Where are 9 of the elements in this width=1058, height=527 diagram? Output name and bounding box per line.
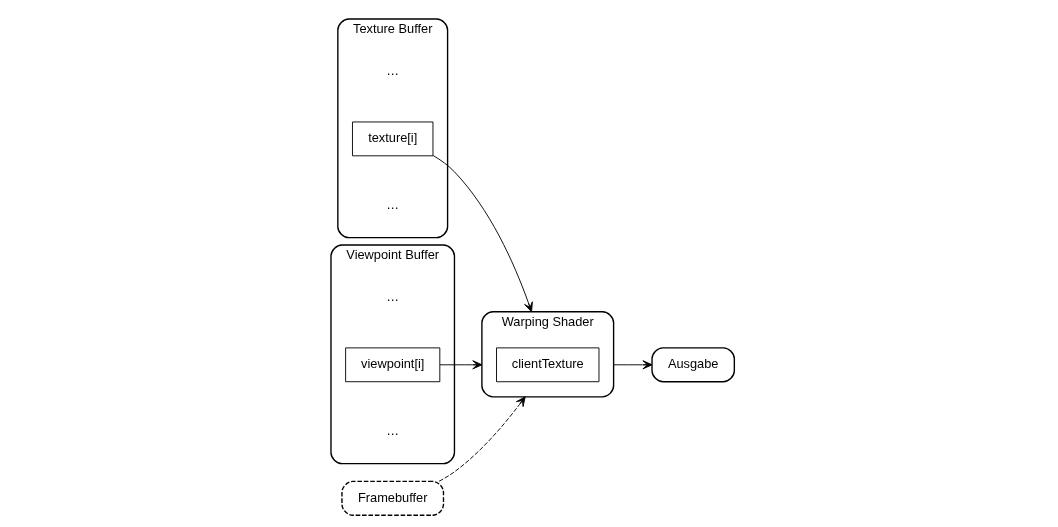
arrow (439, 360, 483, 370)
node-box: clientTexture (496, 347, 600, 383)
node-box: Ausgabe (651, 347, 736, 383)
node-box: viewpoint[i] (345, 347, 441, 383)
arrow (613, 360, 653, 370)
node-box: Framebuffer (341, 480, 445, 516)
arrow (438, 396, 526, 482)
node-box: texture[i] (352, 121, 434, 157)
arrow (432, 155, 533, 313)
